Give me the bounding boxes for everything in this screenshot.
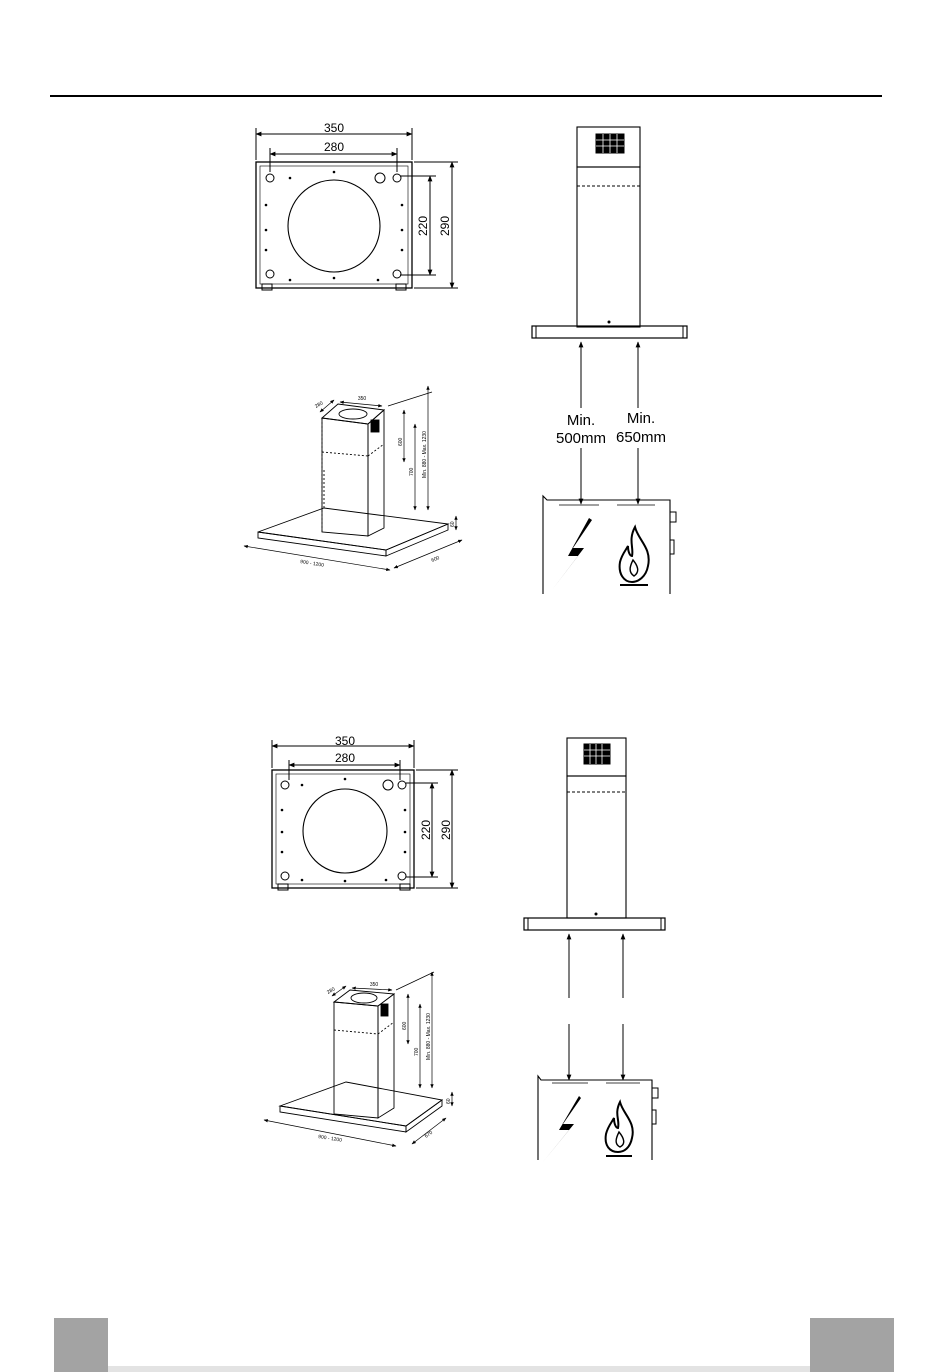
footer-page-block-right bbox=[810, 1318, 894, 1372]
lightning-icon-2 bbox=[543, 1096, 581, 1162]
footer-rule bbox=[108, 1366, 810, 1372]
iso-dim-e-2: 900 - 1200 bbox=[318, 1134, 343, 1144]
iso-dim-b-2: 700 bbox=[414, 1047, 420, 1056]
dim-plate-inner-height-2: 220 bbox=[419, 820, 433, 840]
hood-iso-dimensions-1 bbox=[244, 386, 462, 570]
iso-dim-f-1: 600 bbox=[431, 555, 441, 564]
plate-dimensions-1 bbox=[256, 128, 458, 288]
iso-depth-1: 280 bbox=[314, 400, 324, 409]
flame-icon bbox=[620, 527, 649, 585]
electric-clearance-label: Min. bbox=[567, 412, 595, 429]
hood-iso-dimensions-2 bbox=[264, 972, 452, 1146]
hood-isometric-1 bbox=[258, 404, 448, 556]
dim-hole-spacing-1: 280 bbox=[324, 140, 344, 154]
iso-dim-d-2: 60 bbox=[446, 1098, 452, 1104]
iso-dim-a-1: 600 bbox=[398, 437, 404, 446]
footer-page-block-left bbox=[54, 1318, 108, 1372]
gas-clearance-value: 650mm bbox=[616, 429, 666, 446]
clearance-arrows-2 bbox=[569, 934, 623, 1080]
iso-dim-a-2: 600 bbox=[402, 1021, 408, 1030]
iso-dim-e-1: 900 - 1200 bbox=[300, 559, 325, 569]
iso-dim-c-2: Min. 880 - Max. 1230 bbox=[426, 1013, 432, 1060]
plate-dimensions-2 bbox=[272, 740, 458, 888]
dim-hole-spacing-2: 280 bbox=[335, 751, 355, 765]
lightning-icon bbox=[552, 518, 592, 590]
iso-dim-c-1: Min. 880 - Max. 1230 bbox=[422, 431, 428, 478]
mounting-plate-2 bbox=[272, 770, 414, 890]
hood-isometric-2 bbox=[280, 990, 442, 1132]
dim-plate-height-1: 290 bbox=[438, 216, 452, 236]
iso-width-2: 350 bbox=[370, 982, 379, 988]
dim-plate-height-2: 290 bbox=[439, 820, 453, 840]
dim-plate-width-2: 350 bbox=[335, 734, 355, 748]
iso-dim-d-1: 60 bbox=[450, 521, 456, 527]
gas-clearance-label: Min. bbox=[627, 410, 655, 427]
hood-front-view-1 bbox=[532, 127, 687, 338]
iso-dim-f-2: 670 bbox=[424, 1130, 434, 1140]
electric-clearance-value: 500mm bbox=[556, 430, 606, 447]
cooktop-1 bbox=[543, 496, 676, 594]
hood-front-view-2 bbox=[524, 738, 665, 930]
mounting-plate-1 bbox=[256, 162, 412, 290]
flame-icon-2 bbox=[606, 1102, 633, 1156]
dim-plate-inner-height-1: 220 bbox=[416, 216, 430, 236]
cooktop-2 bbox=[538, 1076, 658, 1160]
dim-plate-width-1: 350 bbox=[324, 121, 344, 135]
iso-dim-b-1: 700 bbox=[409, 467, 415, 476]
iso-width-1: 350 bbox=[358, 396, 367, 402]
